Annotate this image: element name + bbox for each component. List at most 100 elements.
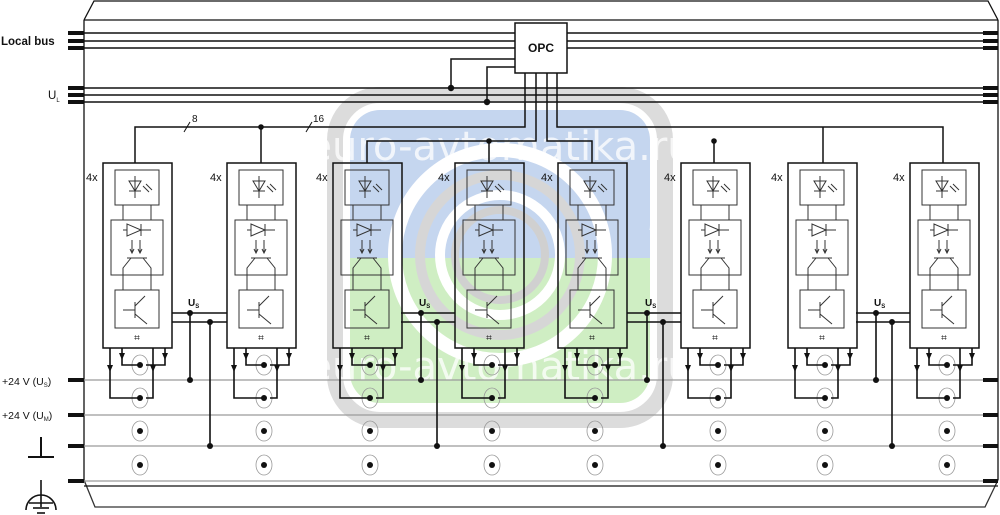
- bus-lines: [84, 32, 998, 103]
- transistor-icon: [701, 295, 726, 325]
- led-icon: [583, 176, 608, 198]
- module-multiplier: 4x: [210, 172, 222, 184]
- opc-controller[interactable]: OPC: [514, 22, 568, 74]
- terminal[interactable]: [938, 420, 956, 442]
- module-multiplier: 4x: [893, 172, 905, 184]
- module-symbol: ⌗: [589, 333, 595, 344]
- output-module-4[interactable]: 4x ⌗: [438, 162, 525, 349]
- module-symbol: ⌗: [258, 333, 264, 344]
- terminal[interactable]: [586, 454, 604, 476]
- optocoupler-icon: [807, 223, 837, 275]
- local-bus-label: Local bus: [1, 36, 55, 48]
- supply-us-label: +24 V (US): [2, 376, 51, 389]
- module-multiplier: 4x: [771, 172, 783, 184]
- optocoupler-icon: [474, 223, 504, 275]
- optocoupler-icon: [929, 223, 959, 275]
- led-icon: [252, 176, 277, 198]
- optocoupler-icon: [700, 223, 730, 275]
- optocoupler-icon: [246, 223, 276, 275]
- terminal[interactable]: [361, 454, 379, 476]
- output-module-5[interactable]: 4x ⌗: [541, 162, 628, 349]
- supply-um-label: +24 V (UM): [2, 410, 52, 423]
- led-icon: [480, 176, 505, 198]
- arrow-icons: [685, 353, 746, 372]
- transistor-icon: [808, 295, 833, 325]
- arrow-icons: [459, 353, 520, 372]
- module-symbol: ⌗: [134, 333, 140, 344]
- arrow-icons: [562, 353, 623, 372]
- supply-pair-2: [401, 310, 455, 449]
- module-multiplier: 4x: [316, 172, 328, 184]
- transistor-icon: [475, 295, 500, 325]
- module-multiplier: 4x: [438, 172, 450, 184]
- transistor-icon: [247, 295, 272, 325]
- logic-supply-label: UL: [48, 90, 60, 104]
- led-icon: [813, 176, 838, 198]
- terminal[interactable]: [483, 420, 501, 442]
- module-symbol: ⌗: [364, 333, 370, 344]
- terminal[interactable]: [255, 454, 273, 476]
- module-symbol: ⌗: [486, 333, 492, 344]
- opc-wiring: [134, 58, 944, 163]
- supply-node-label: US: [188, 298, 199, 310]
- arrow-icons: [792, 353, 853, 372]
- supply-pair-4: [856, 310, 910, 449]
- module-symbol: ⌗: [819, 333, 825, 344]
- bus-width-8: 8: [192, 114, 198, 125]
- supply-pair-1: [172, 310, 227, 449]
- output-module-1[interactable]: 4x ⌗: [86, 162, 173, 349]
- terminal[interactable]: [131, 420, 149, 442]
- transistor-icon: [930, 295, 955, 325]
- terminal[interactable]: [483, 454, 501, 476]
- led-icon: [358, 176, 383, 198]
- terminal[interactable]: [255, 420, 273, 442]
- output-module-3[interactable]: 4x ⌗: [316, 162, 403, 349]
- module-multiplier: 4x: [86, 172, 98, 184]
- ground-icon: [28, 437, 54, 458]
- arrow-icons: [107, 353, 168, 372]
- bus-connectors: [68, 31, 998, 104]
- led-icon: [128, 176, 153, 198]
- output-module-7[interactable]: 4x ⌗: [771, 162, 858, 349]
- terminal[interactable]: [816, 420, 834, 442]
- junction-dots: [258, 84, 717, 144]
- module-enclosure: [83, 0, 999, 508]
- terminal[interactable]: [131, 454, 149, 476]
- opc-label: OPC: [528, 41, 554, 55]
- protective-earth-icon: [25, 480, 57, 514]
- module-multiplier: 4x: [541, 172, 553, 184]
- supply-pair-3: [627, 310, 681, 449]
- supply-rails: [84, 379, 998, 482]
- module-multiplier: 4x: [664, 172, 676, 184]
- module-symbol: ⌗: [712, 333, 718, 344]
- transistor-icon: [353, 295, 378, 325]
- terminal[interactable]: [709, 454, 727, 476]
- led-icon: [706, 176, 731, 198]
- watermark: euro-avtomatika.ru euro-avtomatika.ru: [307, 87, 693, 428]
- arrow-icons: [914, 353, 975, 372]
- terminal[interactable]: [816, 454, 834, 476]
- bus-width-16: 16: [313, 114, 325, 125]
- terminal[interactable]: [709, 420, 727, 442]
- optocoupler-icon: [352, 223, 382, 275]
- optocoupler-icon: [577, 223, 607, 275]
- output-module-6[interactable]: 4x ⌗: [664, 162, 751, 349]
- terminal[interactable]: [586, 420, 604, 442]
- supply-node-label: US: [645, 298, 656, 310]
- output-module-8[interactable]: 4x ⌗: [893, 162, 980, 349]
- supply-node-label: US: [419, 298, 430, 310]
- module-symbol: ⌗: [941, 333, 947, 344]
- transistor-icon: [578, 295, 603, 325]
- terminal[interactable]: [938, 454, 956, 476]
- arrow-icons: [337, 353, 398, 372]
- optocoupler-icon: [122, 223, 152, 275]
- supply-connectors: [68, 378, 998, 483]
- terminal[interactable]: [361, 420, 379, 442]
- led-icon: [935, 176, 960, 198]
- output-module-2[interactable]: 4x ⌗: [210, 162, 297, 349]
- supply-node-label: US: [874, 298, 885, 310]
- arrow-icons: [231, 353, 292, 372]
- left-labels: Local bus UL +24 V (US) +24 V (UM): [1, 36, 60, 514]
- transistor-icon: [123, 295, 148, 325]
